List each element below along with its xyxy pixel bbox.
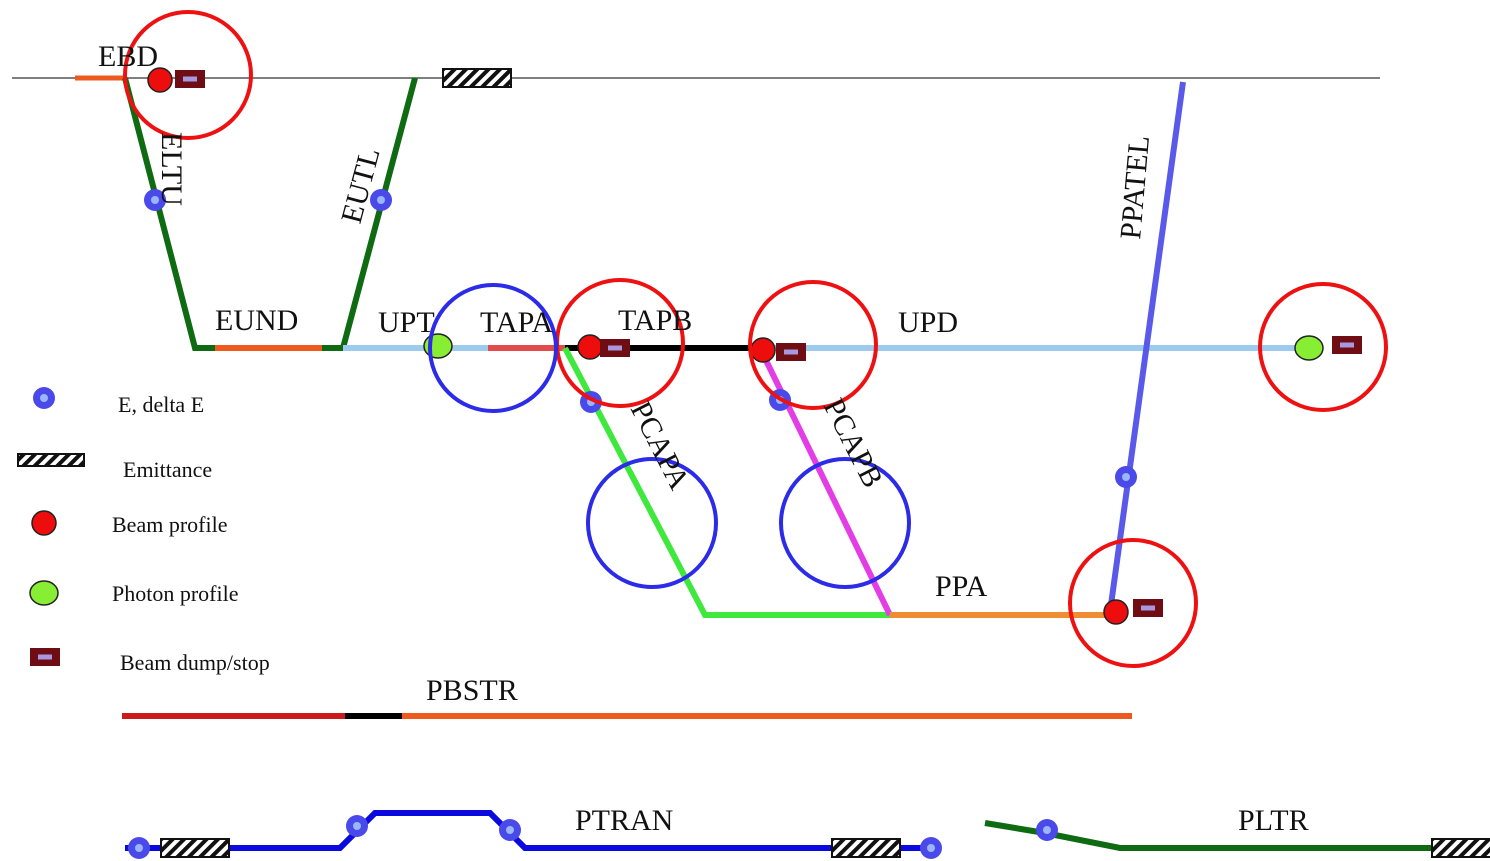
pltr-line — [984, 820, 1490, 851]
legend: E, delta E Emittance Beam profile Photon… — [17, 387, 270, 675]
legend-item-photon-profile: Photon profile — [112, 581, 239, 606]
legend-item-beam-profile: Beam profile — [112, 512, 227, 537]
label-tapb: TAPB — [618, 304, 692, 337]
beam-profile-marker — [750, 337, 776, 363]
eltu-line — [122, 77, 215, 351]
label-tapa: TAPA — [480, 306, 554, 339]
beam-dump-marker — [1332, 336, 1362, 354]
highlight-circle-red — [1258, 282, 1388, 412]
beam-dump-marker — [776, 343, 806, 361]
label-ptran: PTRAN — [575, 804, 673, 837]
emittance-marker — [442, 68, 512, 88]
highlight-circle-red — [1068, 538, 1198, 668]
highlight-circle-blue — [586, 457, 718, 589]
label-eund: EUND — [215, 304, 298, 337]
label-upd: UPD — [898, 306, 958, 339]
pcapa-line — [562, 346, 890, 618]
legend-item-beam-dump: Beam dump/stop — [120, 650, 270, 675]
legend-item-emittance: Emittance — [123, 457, 212, 482]
highlight-circle-red — [748, 280, 878, 410]
label-pbstr: PBSTR — [426, 674, 518, 707]
photon-profile-marker — [1294, 335, 1324, 361]
beam-profile-marker — [1103, 599, 1129, 625]
label-eltu: ELTU — [155, 132, 188, 206]
blue-dot-icon — [33, 387, 55, 409]
highlight-circle-blue — [428, 283, 558, 413]
red-dot-icon — [31, 510, 57, 536]
beam-profile-marker — [577, 334, 603, 360]
dump-block-icon — [30, 648, 60, 666]
emittance-marker — [160, 838, 230, 858]
emittance-marker — [1431, 838, 1490, 858]
highlight-circle-blue — [779, 457, 911, 589]
hatched-bar-icon — [17, 453, 85, 467]
beam-dump-marker — [600, 339, 630, 357]
legend-item-energy: E, delta E — [118, 392, 204, 417]
ppatel-line — [1107, 81, 1186, 613]
label-ebd: EBD — [98, 40, 158, 73]
label-pcapb: PCAPB — [817, 393, 890, 493]
highlight-circle-red — [123, 10, 253, 140]
energy-markers — [128, 189, 1137, 859]
label-pltr: PLTR — [1238, 804, 1309, 837]
beam-dump-marker — [175, 70, 205, 88]
green-dot-icon — [29, 580, 59, 606]
label-ppa: PPA — [935, 570, 988, 603]
emittance-marker — [831, 838, 901, 858]
label-ppatel: PPATEL — [1114, 134, 1156, 240]
beam-profile-marker — [147, 67, 173, 93]
label-upt: UPT — [378, 306, 435, 339]
beam-dump-marker — [1133, 599, 1163, 617]
ptran-line — [125, 810, 935, 851]
